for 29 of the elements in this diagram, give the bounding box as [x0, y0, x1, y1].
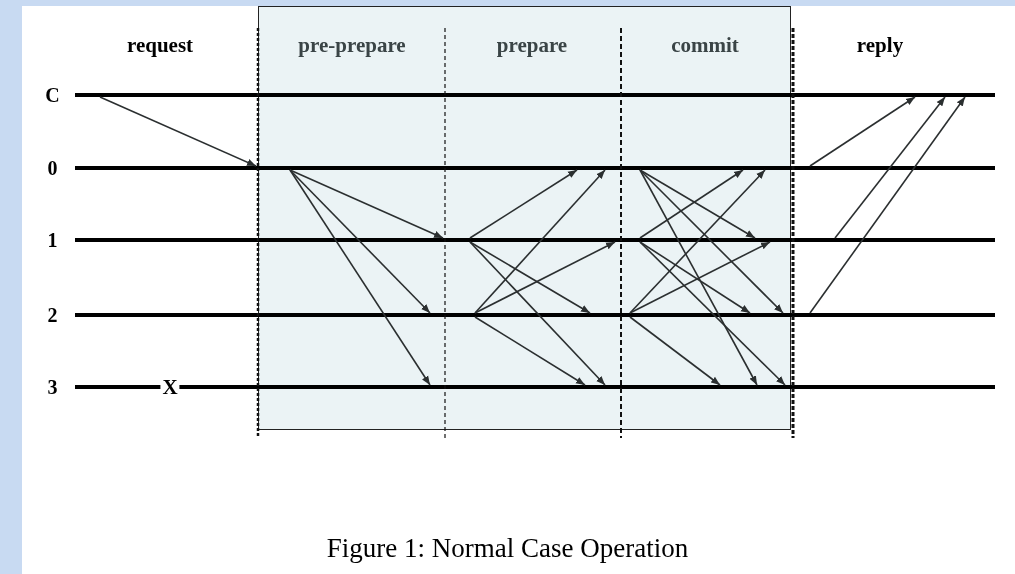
message-arrow — [834, 96, 946, 239]
message-arrow — [469, 169, 578, 239]
message-arrow — [639, 169, 784, 314]
process-label: C — [44, 85, 61, 105]
message-arrow — [469, 241, 606, 386]
message-arrow — [474, 316, 586, 386]
message-arrow — [629, 316, 721, 386]
process-label: 0 — [46, 158, 59, 178]
phase-label: commit — [671, 34, 739, 56]
message-arrow — [99, 96, 257, 167]
message-arrow — [629, 169, 766, 314]
process-label: 2 — [46, 305, 59, 325]
message-arrow — [289, 169, 431, 314]
message-arrow — [289, 169, 431, 386]
message-arrow — [629, 241, 771, 314]
process-label: 3 — [46, 377, 59, 397]
phase-label: reply — [856, 34, 904, 56]
message-arrow — [474, 241, 616, 314]
message-arrow — [469, 241, 591, 314]
message-arrow — [809, 96, 966, 314]
message-arrow — [639, 241, 786, 386]
phase-label: pre-prepare — [298, 34, 406, 56]
phase-label: prepare — [496, 34, 568, 56]
message-arrow — [474, 169, 606, 314]
phase-label: request — [126, 34, 194, 56]
message-arrow — [289, 169, 444, 239]
process-label: 1 — [46, 230, 59, 250]
message-arrow — [639, 169, 758, 386]
message-arrow — [809, 96, 916, 167]
